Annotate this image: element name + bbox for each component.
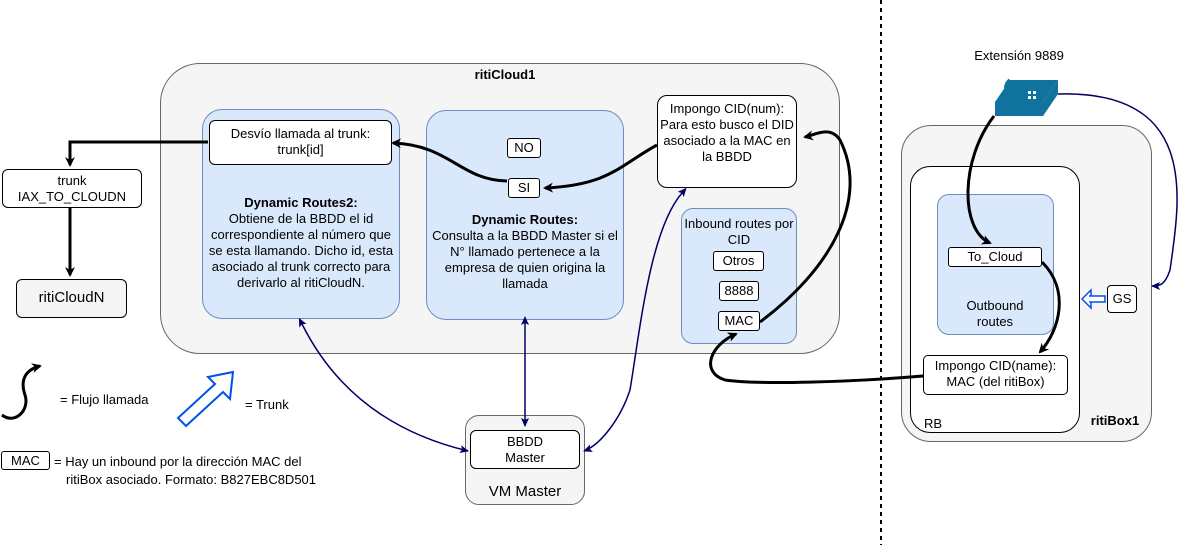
legend-mac-desc-1: = Hay un inbound por la dirección MAC de… bbox=[54, 454, 302, 469]
inbound-otros-box bbox=[713, 251, 764, 271]
vm-master-label: VM Master bbox=[488, 483, 562, 500]
trunk-label: trunk IAX_TO_CLOUDN bbox=[17, 173, 127, 204]
flow-cidname-to-mac bbox=[709, 332, 924, 385]
cid-num-text: Impongo CID(num): Para esto busco el DID… bbox=[660, 101, 794, 164]
dr2-title: Dynamic Routes2: bbox=[244, 195, 358, 210]
trunk-box bbox=[2, 169, 142, 208]
outbound-routes-label: Outbound routes bbox=[966, 298, 1024, 329]
flow-mac-to-cid bbox=[759, 130, 852, 324]
legend-mac-tag: MAC bbox=[11, 453, 40, 468]
cid-name-text: Impongo CID(name): MAC (del ritiBox) bbox=[934, 358, 1057, 389]
dr-no-label: NO bbox=[514, 140, 534, 155]
dr2-description: Obtiene de la BBDD el id correspondiente… bbox=[208, 211, 394, 290]
to-cloud-box bbox=[948, 247, 1042, 267]
legend-flujo-label: = Flujo llamada bbox=[60, 392, 149, 407]
bbdd-master-label: BBDD Master bbox=[505, 434, 545, 465]
inbound-8888-box bbox=[719, 281, 759, 301]
cid-num-box bbox=[657, 95, 797, 188]
legend-mac-desc-2: ritiBox asociado. Formato: B827EBC8D501 bbox=[66, 472, 317, 487]
gs-label: GS bbox=[1112, 291, 1132, 306]
ritibox1-title: ritiBox1 bbox=[1090, 413, 1140, 428]
dr-si-box bbox=[508, 178, 540, 198]
cid-name-box bbox=[923, 355, 1068, 395]
bbdd-master-box bbox=[470, 430, 580, 469]
flow-phone-to-tocloud bbox=[966, 115, 996, 245]
dr-si-label: SI bbox=[517, 180, 531, 195]
legend-mac-box bbox=[1, 451, 50, 470]
flow-cid-to-si bbox=[543, 143, 658, 193]
inbound-mac-label: MAC bbox=[724, 313, 754, 328]
inbound-routes-title: Inbound routes por CID bbox=[684, 216, 794, 247]
riticloud1-title: ritiCloud1 bbox=[474, 67, 536, 82]
riticloudn-box bbox=[16, 279, 127, 318]
inbound-otros-label: Otros bbox=[722, 253, 755, 268]
inbound-8888-label: 8888 bbox=[724, 283, 754, 298]
rb-label: RB bbox=[924, 416, 943, 431]
dr-title: Dynamic Routes: bbox=[471, 212, 579, 227]
to-cloud-label: To_Cloud bbox=[967, 249, 1023, 264]
flow-to-trunk bbox=[65, 140, 208, 167]
dr2-trunk-divert-text: Desvío llamada al trunk: trunk[id] bbox=[230, 126, 371, 157]
flow-tocloud-to-cidname bbox=[1038, 260, 1061, 354]
legend-flow-icon bbox=[1, 363, 42, 420]
dr-description: Consulta a la BBDD Master si el N° llama… bbox=[432, 228, 618, 291]
flow-si-to-dr2 bbox=[391, 138, 508, 183]
dr-no-box bbox=[507, 138, 541, 158]
legend-trunk-icon bbox=[176, 370, 235, 428]
gs-box bbox=[1107, 285, 1137, 313]
riticloudn-label: ritiCloudN bbox=[38, 289, 105, 306]
extension-label: Extensión 9889 bbox=[974, 48, 1064, 63]
legend-trunk-label: = Trunk bbox=[245, 397, 289, 412]
